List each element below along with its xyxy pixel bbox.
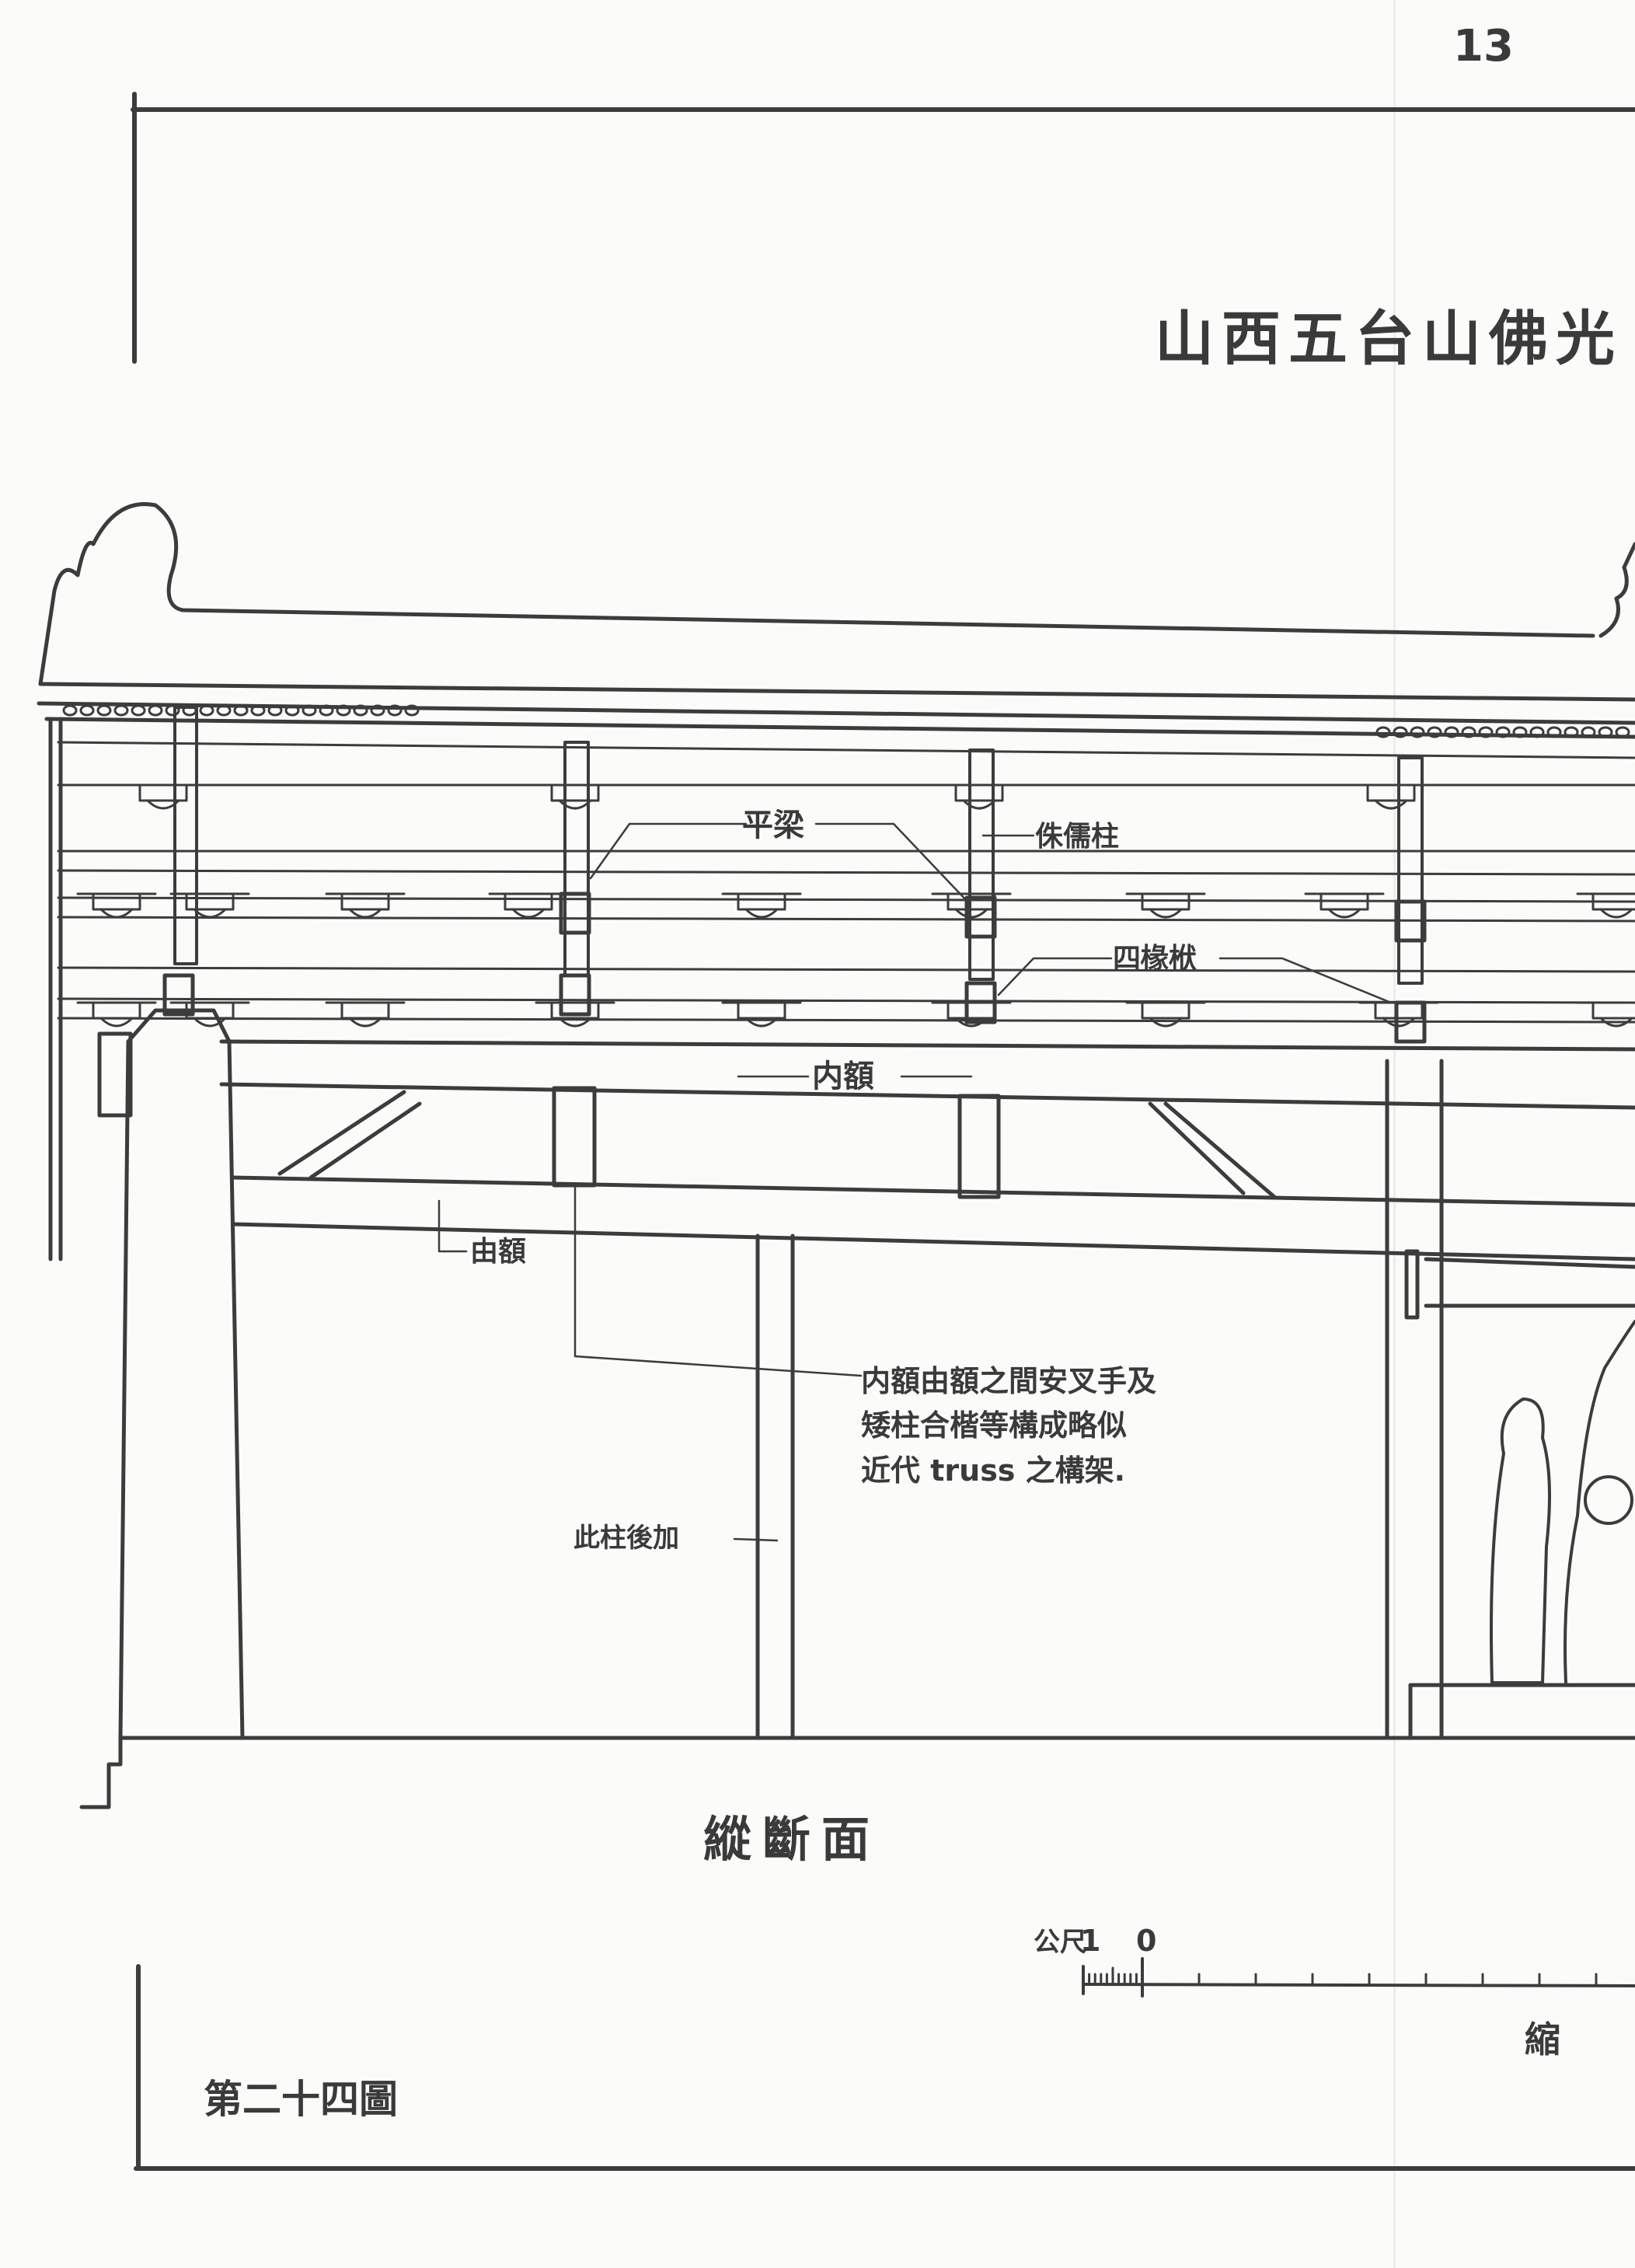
label-zhuru-zhu: 侏儒柱 — [1035, 821, 1119, 853]
bracket — [76, 1001, 157, 1028]
note-line-2: 矮柱合楷等構成略似 — [861, 1408, 1127, 1443]
bracket — [169, 892, 250, 919]
tile-end — [404, 704, 420, 717]
tile-end — [113, 704, 129, 717]
tile-end — [79, 704, 95, 717]
tile-end — [199, 704, 214, 717]
bracket — [1351, 783, 1431, 810]
columns — [48, 717, 1635, 1809]
bearing-block — [559, 973, 591, 1017]
tile-end — [1461, 726, 1476, 738]
tile-end — [233, 704, 249, 717]
tile-end — [1581, 726, 1596, 738]
tile-end — [336, 704, 351, 717]
tile-end — [1393, 726, 1408, 738]
bracket — [76, 892, 157, 919]
bracket — [1125, 892, 1206, 919]
bracket — [325, 892, 406, 919]
bracket — [1304, 892, 1385, 919]
tile-end — [1564, 726, 1579, 738]
beams — [219, 1039, 1635, 1308]
scale-caption-fragment: 縮 — [1525, 2019, 1560, 2060]
tile-end — [284, 704, 300, 717]
tile-end — [131, 704, 146, 717]
scale-bar: 公尺 1 0 縮 — [1034, 1924, 1635, 2060]
page-number: 13 — [1453, 21, 1514, 72]
tile-end — [353, 704, 368, 717]
tile-end — [1375, 726, 1391, 738]
drawing-title: 山西五台山佛光 — [1155, 304, 1623, 373]
bracket — [535, 1001, 615, 1028]
label-you-e: 由額 — [470, 1236, 526, 1268]
tile-end — [250, 704, 266, 717]
bottom-frame — [134, 1964, 1635, 2171]
eave-tile-ends — [62, 704, 1630, 738]
bracket-sets — [76, 783, 1635, 1044]
bearing-block — [964, 981, 997, 1024]
scale-ticks — [1082, 1957, 1635, 1998]
scale-left-tick: 1 — [1080, 1924, 1100, 1958]
roof-ridge — [37, 502, 1635, 739]
bracket — [721, 1001, 802, 1028]
tile-end — [96, 704, 112, 717]
figure-label: 第二十四圖 — [204, 2077, 398, 2122]
label-nei-e: 内額 — [812, 1059, 874, 1094]
tile-end — [1410, 726, 1425, 738]
tile-end — [165, 704, 180, 717]
bracket — [1125, 1001, 1206, 1028]
bearing-block — [559, 891, 591, 935]
tile-end — [1427, 726, 1442, 738]
tile-end — [319, 704, 334, 717]
bearing-block — [1394, 899, 1427, 943]
bracket — [939, 783, 1020, 810]
bracket — [535, 783, 615, 810]
bracket — [169, 1001, 250, 1028]
tile-end — [1615, 726, 1630, 738]
bracket — [488, 892, 569, 919]
tile-end — [1598, 726, 1613, 738]
tile-end — [1495, 726, 1511, 738]
leader-lines — [438, 822, 1393, 1542]
tile-end — [370, 704, 385, 717]
page-fold — [1393, 0, 1396, 2268]
bracket — [325, 1001, 406, 1028]
note-line-1: 内額由額之間安叉手及 — [861, 1364, 1156, 1398]
tile-end — [1512, 726, 1528, 738]
buddhist-statues — [1490, 1320, 1635, 1684]
tile-end — [387, 704, 403, 717]
tile-end — [1546, 726, 1562, 738]
label-ping-liang: 平梁 — [742, 808, 804, 843]
bracket — [123, 783, 204, 810]
bracket — [721, 892, 802, 919]
tile-end — [216, 704, 232, 717]
bearing-block — [162, 973, 195, 1017]
tile-end — [62, 704, 78, 717]
note-line-3: 近代 truss 之構架. — [861, 1453, 1125, 1488]
bearing-block — [1394, 1000, 1427, 1044]
tile-end — [1529, 726, 1545, 738]
tile-end — [148, 704, 163, 717]
tile-end — [1478, 726, 1494, 738]
bearing-block — [964, 895, 997, 939]
top-frame — [131, 92, 1635, 364]
tile-end — [1444, 726, 1459, 738]
truss-note: 内額由額之間安叉手及 矮柱合楷等構成略似 近代 truss 之構架. — [861, 1364, 1156, 1488]
tile-end — [302, 704, 317, 717]
bracket — [1576, 892, 1635, 919]
tile-end — [267, 704, 283, 717]
label-si-chuan-fu: 四椽栿 — [1113, 943, 1197, 975]
scale-unit: 公尺 — [1034, 1927, 1086, 1958]
bracket — [1576, 1001, 1635, 1028]
scale-zero: 0 — [1136, 1924, 1156, 1958]
section-title: 縱斷面 — [703, 1811, 880, 1868]
label-later-column: 此柱後加 — [573, 1523, 679, 1554]
